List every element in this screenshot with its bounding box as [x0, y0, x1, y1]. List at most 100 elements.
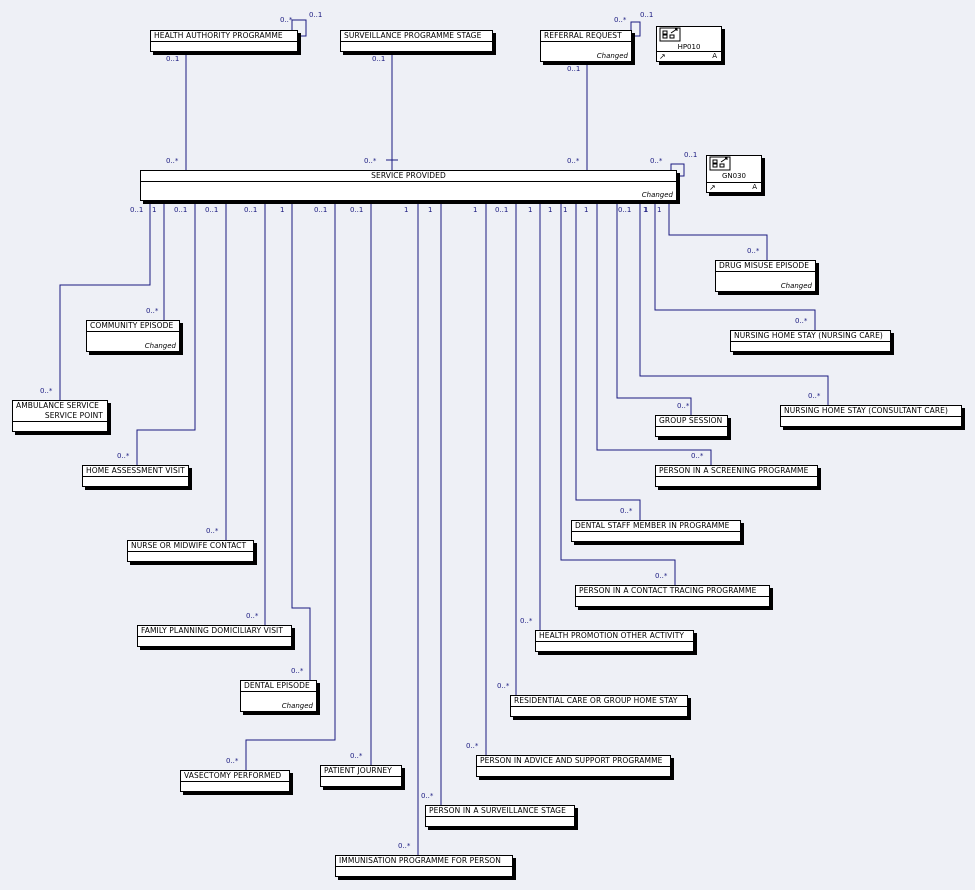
relationship-line — [291, 201, 311, 680]
entity-status: Changed — [780, 282, 812, 290]
entity-name: PERSON IN A CONTACT TRACING PROGRAMME — [576, 586, 769, 597]
multiplicity-label: 0..* — [398, 842, 411, 850]
multiplicity-label: 0..* — [620, 507, 633, 515]
multiplicity-label: 0..1 — [567, 65, 581, 73]
multiplicity-label: 0..* — [691, 452, 704, 460]
multiplicity-label: 0..* — [291, 667, 304, 675]
multiplicity-label: 0..1 — [684, 151, 698, 159]
entity-pasp[interactable]: PERSON IN ADVICE AND SUPPORT PROGRAMME — [476, 755, 671, 777]
entity-ce[interactable]: COMMUNITY EPISODE Changed — [86, 320, 180, 352]
entity-name: DRUG MISUSE EPISODE — [716, 261, 815, 272]
multiplicity-label: 0..1 — [205, 206, 219, 214]
recursive-relationship-line — [670, 163, 685, 177]
package-reference-gn030[interactable]: GN030 ↗ A — [706, 155, 762, 193]
relationship-line — [59, 201, 151, 400]
entity-sps[interactable]: SURVEILLANCE PROGRAMME STAGE — [340, 30, 493, 52]
relationship-line — [245, 201, 336, 770]
multiplicity-label: 0..1 — [166, 55, 180, 63]
entity-hpo[interactable]: HEALTH PROMOTION OTHER ACTIVITY — [535, 630, 694, 652]
entity-status: Changed — [596, 52, 628, 60]
multiplicity-label: 0..1 — [130, 206, 144, 214]
entity-dme[interactable]: DRUG MISUSE EPISODE Changed — [715, 260, 816, 292]
multiplicity-label: 0..* — [795, 317, 808, 325]
entity-pss[interactable]: PERSON IN A SURVEILLANCE STAGE — [425, 805, 575, 827]
entity-status: Changed — [144, 342, 176, 350]
recursive-relationship-line — [291, 19, 307, 37]
reference-letter: A — [712, 52, 717, 60]
multiplicity-label: 1 — [280, 206, 285, 214]
multiplicity-label: 0..1 — [640, 11, 654, 19]
reference-divider — [657, 51, 721, 52]
reference-code: GN030 — [721, 172, 747, 180]
multiplicity-label: 1 — [528, 206, 533, 214]
entity-gs[interactable]: GROUP SESSION — [655, 415, 728, 437]
entity-hav[interactable]: HOME ASSESSMENT VISIT — [82, 465, 189, 487]
multiplicity-label: 0..* — [246, 612, 259, 620]
multiplicity-label: 0..* — [40, 387, 53, 395]
multiplicity-label: 0..* — [520, 617, 533, 625]
entity-name: PATIENT JOURNEY — [321, 766, 401, 777]
multiplicity-label: 0..* — [206, 527, 219, 535]
multiplicity-label: 0..1 — [495, 206, 509, 214]
entity-name: VASECTOMY PERFORMED — [181, 771, 289, 782]
reference-letter: A — [752, 183, 757, 191]
multiplicity-label: 1 — [548, 206, 553, 214]
multiplicity-label: 0..* — [677, 402, 690, 410]
multiplicity-label: 0..1 — [174, 206, 188, 214]
entity-name: IMMUNISATION PROGRAMME FOR PERSON — [336, 856, 512, 867]
entity-vp[interactable]: VASECTOMY PERFORMED — [180, 770, 290, 792]
package-reference-icon — [659, 27, 681, 42]
relationship-line — [560, 201, 676, 585]
entity-name: SERVICE PROVIDED — [141, 171, 676, 182]
entity-dsm[interactable]: DENTAL STAFF MEMBER IN PROGRAMME — [571, 520, 741, 542]
entity-psp[interactable]: PERSON IN A SCREENING PROGRAMME — [655, 465, 818, 487]
entity-fpd[interactable]: FAMILY PLANNING DOMICILIARY VISIT — [137, 625, 292, 647]
reference-divider — [707, 182, 761, 183]
entity-name: PERSON IN A SURVEILLANCE STAGE — [426, 806, 574, 817]
relationship-line — [654, 201, 816, 330]
entity-status: Changed — [641, 191, 673, 199]
relationship-line — [575, 201, 641, 520]
shortcut-arrow-icon: ↗ — [709, 183, 716, 192]
relationship-line — [596, 201, 712, 465]
multiplicity-label: 0..* — [747, 247, 760, 255]
entity-sp[interactable]: SERVICE PROVIDED Changed — [140, 170, 677, 201]
entity-nhsn[interactable]: NURSING HOME STAY (NURSING CARE) — [730, 330, 891, 352]
multiplicity-label: 0..1 — [372, 55, 386, 63]
multiplicity-label: 1 — [584, 206, 589, 214]
entity-rcg[interactable]: RESIDENTIAL CARE OR GROUP HOME STAY — [510, 695, 688, 717]
entity-nhsc[interactable]: NURSING HOME STAY (CONSULTANT CARE) — [780, 405, 962, 427]
relationship-line — [616, 201, 692, 415]
multiplicity-label: 0..* — [364, 157, 377, 165]
multiplicity-label: 0..* — [655, 572, 668, 580]
multiplicity-label: 0..1 — [350, 206, 364, 214]
multiplicity-label: 0..1 — [309, 11, 323, 19]
entity-name: HEALTH AUTHORITY PROGRAMME — [151, 31, 297, 42]
relationship-line — [136, 201, 196, 465]
recursive-relationship-line — [630, 21, 641, 37]
entity-pctp[interactable]: PERSON IN A CONTACT TRACING PROGRAMME — [575, 585, 770, 607]
multiplicity-label: 0..* — [466, 742, 479, 750]
multiplicity-label: 1 — [404, 206, 409, 214]
entity-name: COMMUNITY EPISODE — [87, 321, 179, 332]
entity-nmc[interactable]: NURSE OR MIDWIFE CONTACT — [127, 540, 254, 562]
multiplicity-label: 1 — [657, 206, 662, 214]
multiplicity-label: 0..* — [614, 16, 627, 24]
entity-name: AMBULANCE SERVICE — [16, 401, 100, 410]
entity-rr[interactable]: REFERRAL REQUEST Changed — [540, 30, 632, 62]
entity-name: HEALTH PROMOTION OTHER ACTIVITY — [536, 631, 693, 642]
reference-code: HP010 — [677, 43, 701, 51]
multiplicity-label: 1 — [473, 206, 478, 214]
entity-pj[interactable]: PATIENT JOURNEY — [320, 765, 402, 787]
entity-name: PERSON IN A SCREENING PROGRAMME — [656, 466, 817, 477]
entity-ipp[interactable]: IMMUNISATION PROGRAMME FOR PERSON — [335, 855, 513, 877]
package-reference-hp010[interactable]: HP010↗A — [656, 26, 722, 62]
entity-hap[interactable]: HEALTH AUTHORITY PROGRAMME — [150, 30, 298, 52]
entity-name: GROUP SESSION — [656, 416, 727, 427]
entity-name: SERVICE POINT — [13, 411, 107, 422]
entity-name: REFERRAL REQUEST — [541, 31, 631, 42]
entity-name: DENTAL EPISODE — [241, 681, 316, 692]
